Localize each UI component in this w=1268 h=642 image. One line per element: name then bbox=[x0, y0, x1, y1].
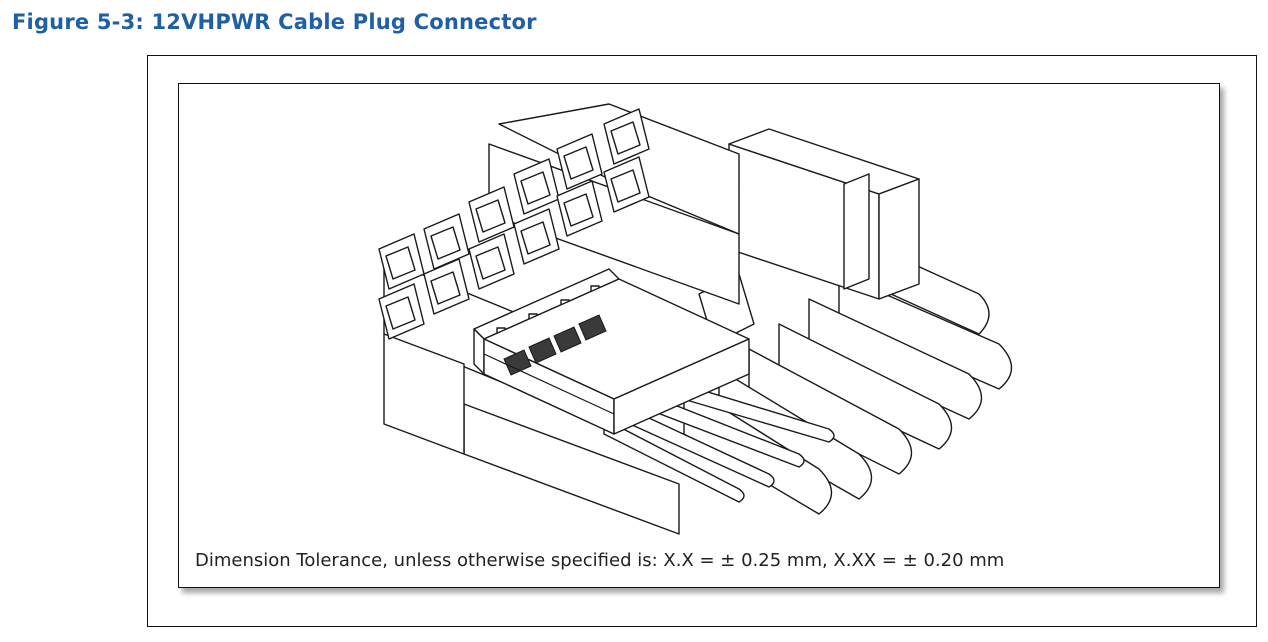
figure-inner-frame: Dimension Tolerance, unless otherwise sp… bbox=[178, 83, 1220, 588]
cavity-row-bottom bbox=[378, 156, 650, 340]
connector-drawing bbox=[378, 103, 1013, 535]
figure-title: Figure 5-3: 12VHPWR Cable Plug Connector bbox=[12, 10, 537, 34]
pin-cavities bbox=[378, 108, 650, 340]
latch bbox=[483, 278, 750, 435]
cavity-row-top bbox=[378, 108, 650, 290]
dimension-tolerance-note: Dimension Tolerance, unless otherwise sp… bbox=[195, 550, 1005, 571]
cable-bundle bbox=[603, 243, 1013, 515]
